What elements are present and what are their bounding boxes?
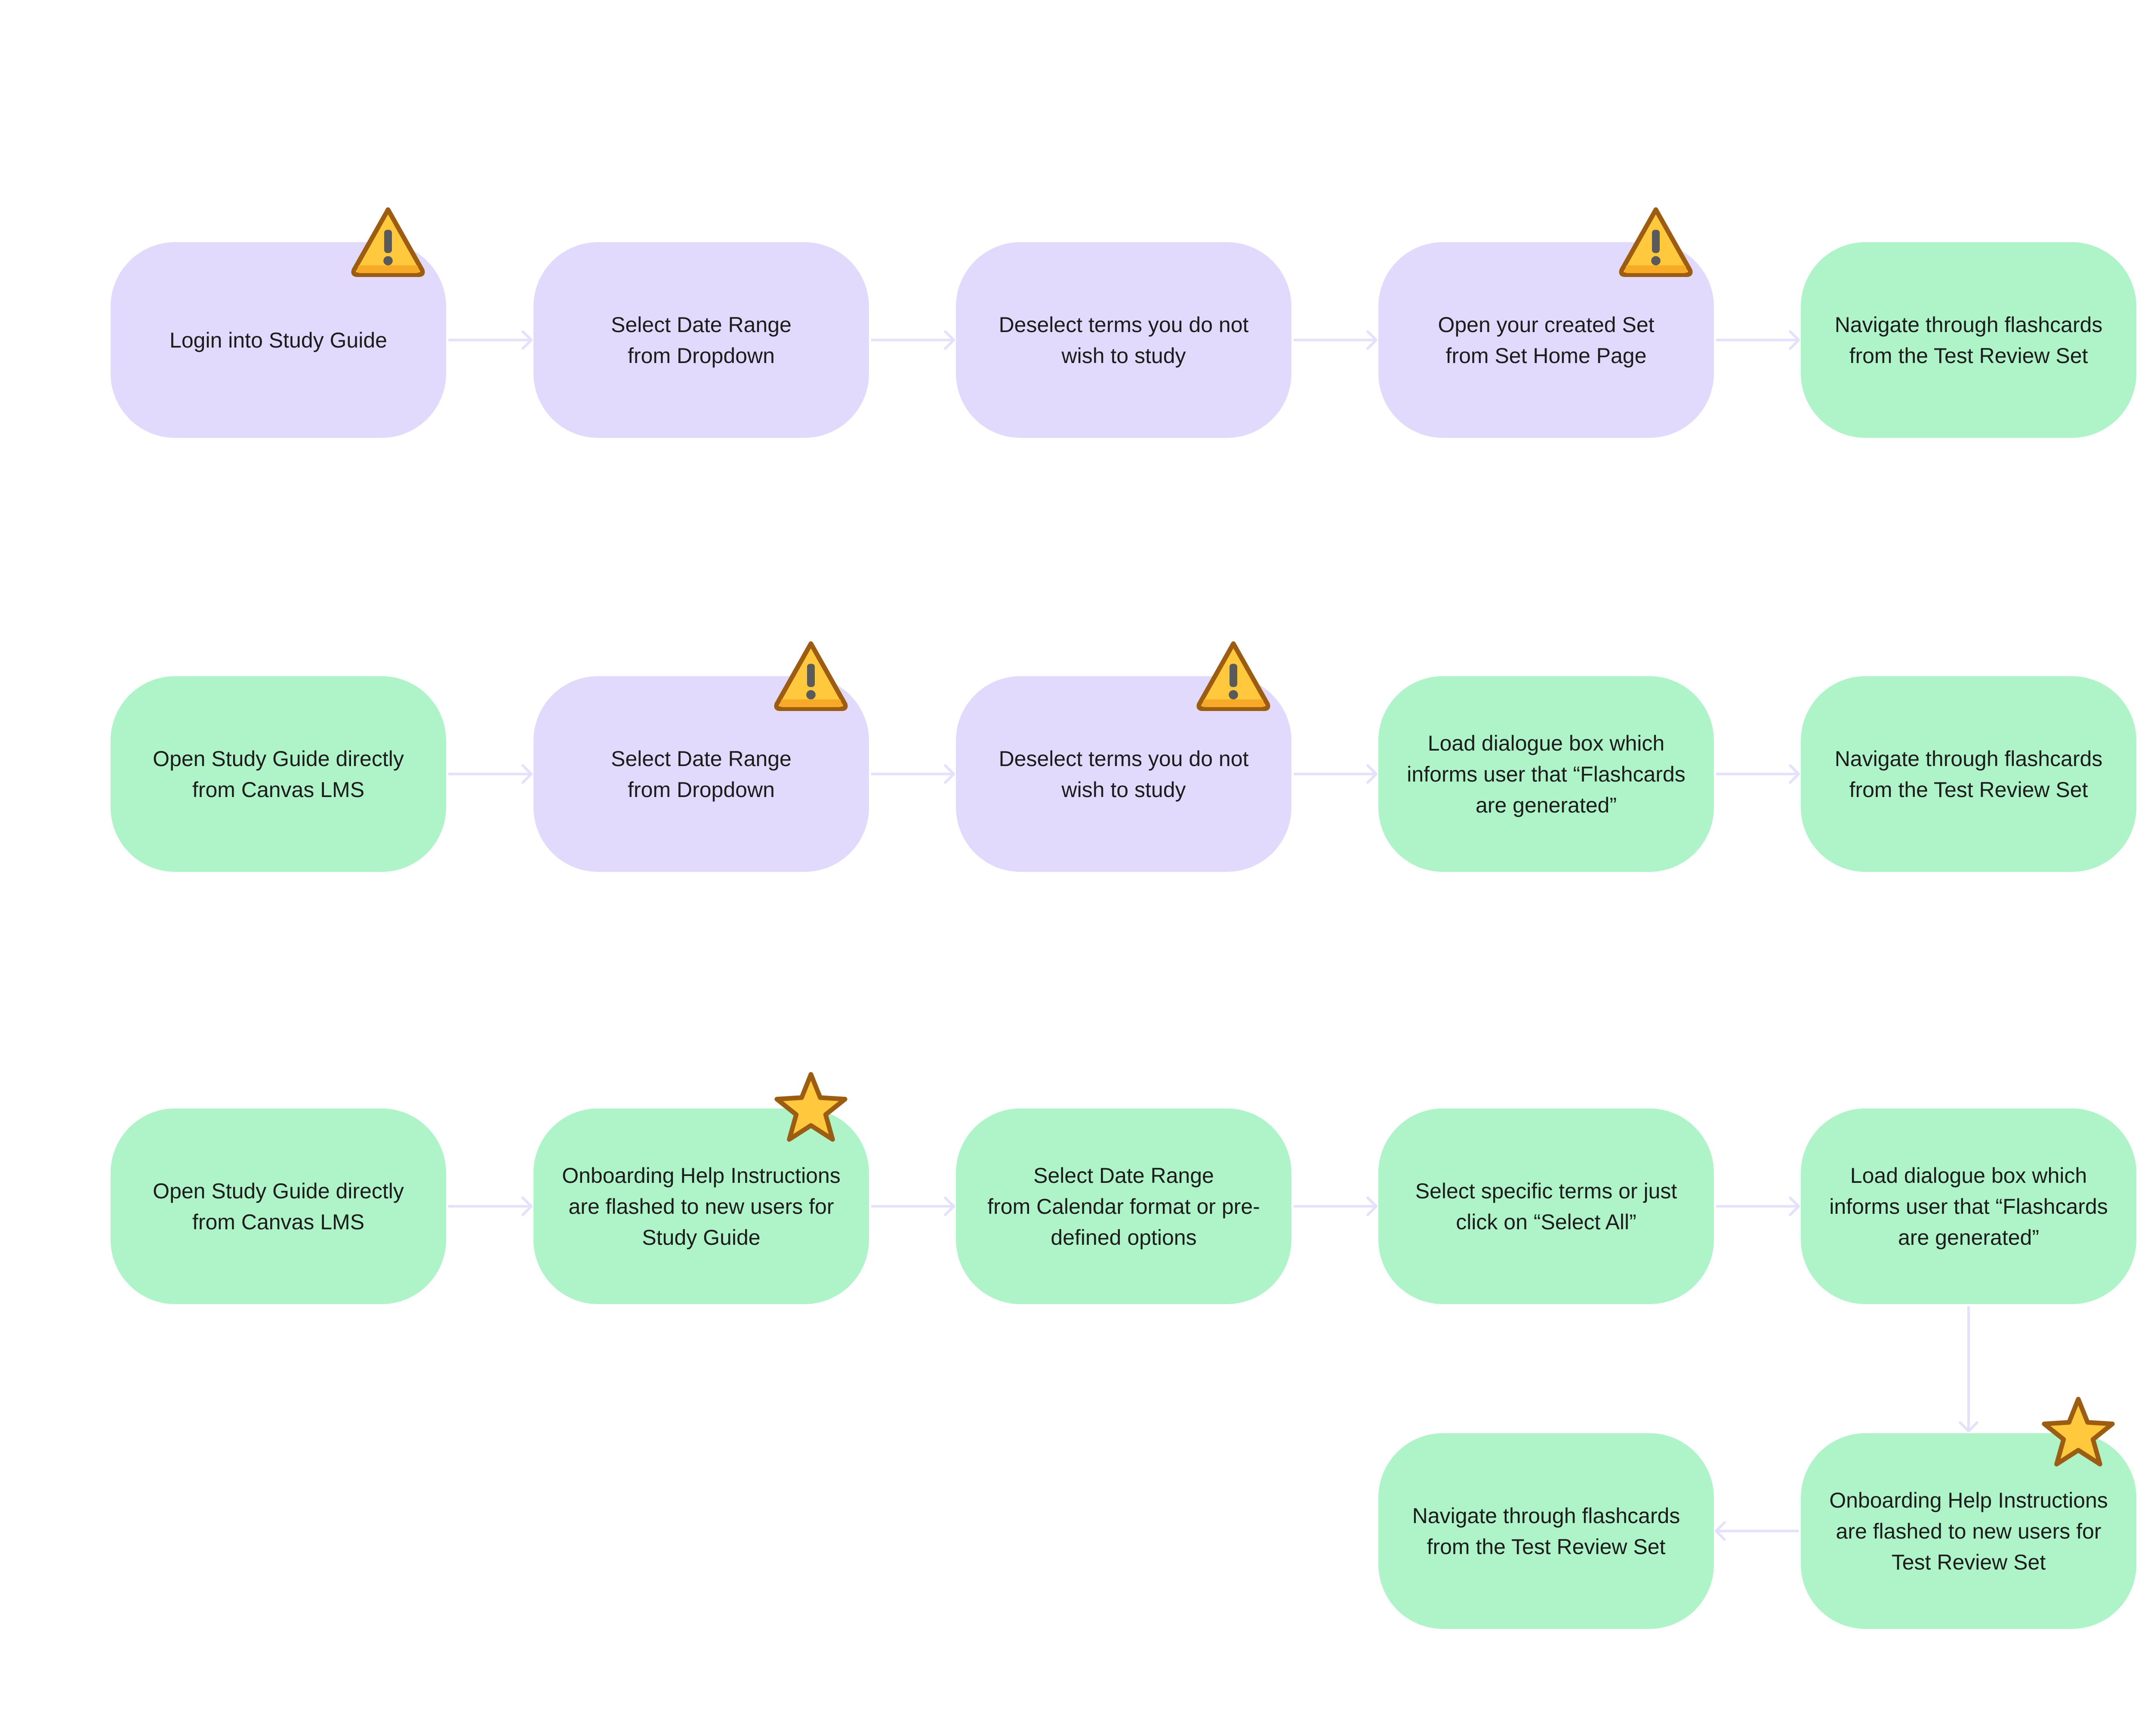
warning-icon (1617, 203, 1695, 281)
flow-3-step-3: Select Date Range from Calendar format o… (956, 1108, 1291, 1304)
flow-2-connector-4 (1716, 764, 1800, 784)
step-label: Deselect terms you do not wish to study (998, 312, 1249, 368)
step-label: Select specific terms or just click on “… (1415, 1179, 1677, 1234)
flow-2-step-5: Navigate through flashcards from the Tes… (1801, 676, 2136, 872)
step-label: Open Study Guide directly from Canvas LM… (153, 746, 404, 802)
flow-3-step-4: Select specific terms or just click on “… (1378, 1108, 1714, 1304)
flow-2-connector-1 (448, 764, 533, 784)
flow-3-step-7: Navigate through flashcards from the Tes… (1378, 1433, 1714, 1629)
flow-3-connector-2 (871, 1196, 955, 1216)
step-label: Select Date Range from Dropdown (611, 312, 792, 368)
flow-1-connector-3 (1294, 330, 1378, 350)
step-label: Select Date Range from Dropdown (611, 746, 792, 802)
step-label: Deselect terms you do not wish to study (998, 746, 1249, 802)
warning-icon (349, 203, 427, 281)
star-icon (2040, 1394, 2117, 1472)
flow-3-connector-4 (1716, 1196, 1800, 1216)
flow-2-connector-2 (871, 764, 955, 784)
step-label: Onboarding Help Instructions are flashed… (562, 1163, 841, 1250)
flow-1-connector-1 (448, 330, 533, 350)
warning-icon (772, 637, 850, 715)
step-label: Open Study Guide directly from Canvas LM… (153, 1179, 404, 1234)
flow-3-connector-1 (448, 1196, 533, 1216)
flow-3-step-5: Load dialogue box which informs user tha… (1801, 1108, 2136, 1304)
step-label: Load dialogue box which informs user tha… (1829, 1163, 2108, 1250)
step-label: Onboarding Help Instructions are flashed… (1829, 1488, 2108, 1574)
flow-2-step-4: Load dialogue box which informs user tha… (1378, 676, 1714, 872)
flow-2-step-1: Open Study Guide directly from Canvas LM… (111, 676, 446, 872)
step-label: Navigate through flashcards from the Tes… (1834, 312, 2103, 368)
step-label: Navigate through flashcards from the Tes… (1412, 1503, 1680, 1559)
flow-3-step-6: Onboarding Help Instructions are flashed… (1801, 1433, 2136, 1629)
step-label: Open your created Set from Set Home Page (1438, 312, 1655, 368)
star-icon (772, 1070, 850, 1147)
flow-1-connector-4 (1716, 330, 1800, 350)
step-label: Load dialogue box which informs user tha… (1407, 731, 1686, 817)
flow-3-connector-6 (1715, 1521, 1799, 1541)
flow-3-connector-3 (1294, 1196, 1378, 1216)
warning-icon (1195, 637, 1272, 715)
flow-1-step-2: Select Date Range from Dropdown (533, 242, 869, 438)
flow-3-step-2: Onboarding Help Instructions are flashed… (533, 1108, 869, 1304)
flow-1-step-3: Deselect terms you do not wish to study (956, 242, 1291, 438)
flow-3-connector-5 (1959, 1306, 1978, 1432)
step-label: Select Date Range from Calendar format o… (987, 1163, 1260, 1250)
step-label: Login into Study Guide (169, 328, 387, 352)
flow-1-connector-2 (871, 330, 955, 350)
flow-2-connector-3 (1294, 764, 1378, 784)
step-label: Navigate through flashcards from the Tes… (1834, 746, 2103, 802)
flow-3-step-1: Open Study Guide directly from Canvas LM… (111, 1108, 446, 1304)
flow-1-step-5: Navigate through flashcards from the Tes… (1801, 242, 2136, 438)
